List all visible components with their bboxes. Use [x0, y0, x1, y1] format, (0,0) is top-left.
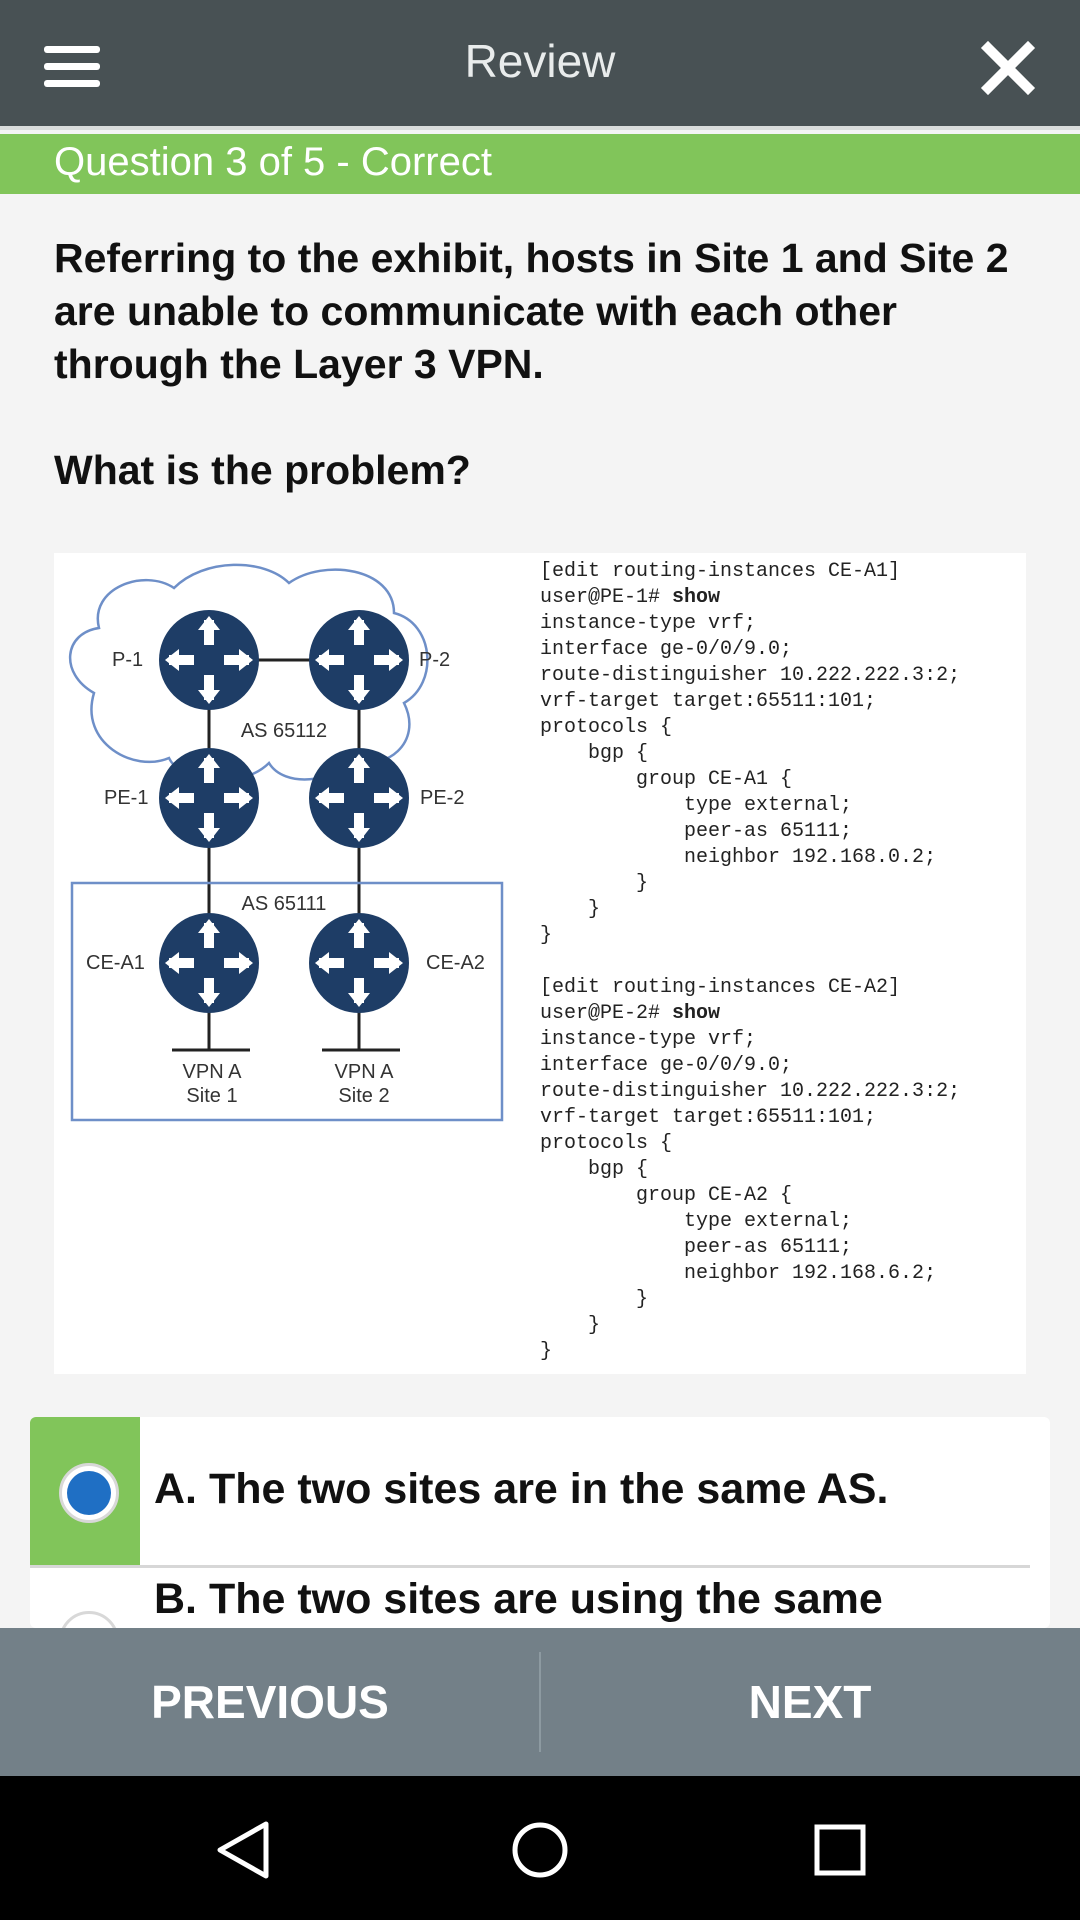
- nav-divider: [539, 1652, 541, 1752]
- config-line: neighbor 192.168.6.2;: [540, 1262, 937, 1285]
- config-line: route-distinguisher 10.222.222.3:2;: [540, 1080, 961, 1103]
- router-pe1-icon: [159, 748, 259, 848]
- config-line: interface ge-0/0/9.0;: [540, 1054, 793, 1077]
- app-bar: Review: [0, 0, 1080, 130]
- config-line: instance-type vrf;: [540, 612, 757, 635]
- config-line: interface ge-0/0/9.0;: [540, 638, 793, 661]
- config2-body: instance-type vrf; interface ge-0/0/9.0; r…: [540, 1027, 960, 1365]
- config-line: route-distinguisher 10.222.222.3:2;: [540, 664, 961, 687]
- config-line: vrf-target target:65511:101;: [540, 1106, 877, 1129]
- config-line: }: [540, 1314, 601, 1337]
- config-line: }: [540, 872, 649, 895]
- config-line: protocols {: [540, 1132, 673, 1155]
- customer-as-box: [70, 881, 504, 1122]
- config-line: }: [540, 924, 553, 947]
- radio-selected-icon[interactable]: [59, 1463, 119, 1523]
- result-banner: Question 3 of 5 - Correct: [0, 134, 1080, 194]
- network-diagram: P-1 P-2 PE-1 PE-2 CE-A1 CE-A2 AS 65112 A…: [68, 563, 504, 1122]
- answer-option-b[interactable]: B. The two sites are using the same: [30, 1567, 1050, 1628]
- config-line: neighbor 192.168.0.2;: [540, 846, 937, 869]
- config-line: type external;: [540, 794, 853, 817]
- label-site1: Site 1: [186, 1085, 237, 1107]
- router-p2-icon: [309, 610, 409, 710]
- config1-command-line: user@PE-1# show: [540, 586, 721, 609]
- exhibit-image: P-1 P-2 PE-1 PE-2 CE-A1 CE-A2 AS 65112 A…: [54, 553, 1026, 1374]
- config1-body: instance-type vrf; interface ge-0/0/9.0; r…: [540, 611, 960, 949]
- next-button[interactable]: NEXT: [748, 1676, 872, 1728]
- question-block: Referring to the exhibit, hosts in Site …: [54, 232, 1034, 497]
- previous-button[interactable]: PREVIOUS: [151, 1676, 389, 1728]
- label-pe1: PE-1: [104, 787, 148, 809]
- question-prompt: What is the problem?: [54, 447, 471, 493]
- system-navigation-bar: [0, 1776, 1080, 1920]
- radio-unselected-icon[interactable]: [59, 1611, 119, 1628]
- config-line: peer-as 65111;: [540, 820, 853, 843]
- config-line: type external;: [540, 1210, 853, 1233]
- option-divider: [30, 1565, 1030, 1568]
- answer-options: A. The two sites are in the same AS. B. …: [30, 1417, 1050, 1628]
- config-line: vrf-target target:65511:101;: [540, 690, 877, 713]
- answer-option-a[interactable]: A. The two sites are in the same AS.: [30, 1417, 1050, 1568]
- answer-option-label: A. The two sites are in the same AS.: [154, 1465, 889, 1513]
- config-line: bgp {: [540, 742, 649, 765]
- config-line: peer-as 65111;: [540, 1236, 853, 1259]
- config-listing: [edit routing-instances CE-A1] user@PE-1#…: [540, 559, 960, 1365]
- label-ce-a1: CE-A1: [86, 952, 145, 974]
- router-p1-icon: [159, 610, 259, 710]
- config-line: }: [540, 898, 601, 921]
- label-site1-vpn: VPN A: [183, 1061, 243, 1083]
- home-icon[interactable]: [508, 1818, 572, 1882]
- label-site2: Site 2: [338, 1085, 389, 1107]
- config-line: group CE-A1 {: [540, 768, 793, 791]
- label-as-customer: AS 65111: [242, 893, 327, 915]
- config2-command-line: user@PE-2# show: [540, 1002, 721, 1025]
- label-ce-a2: CE-A2: [426, 952, 485, 974]
- answer-option-label: B. The two sites are using the same: [154, 1575, 883, 1623]
- config-line: }: [540, 1288, 649, 1311]
- config2-header: [edit routing-instances CE-A2]: [540, 976, 901, 999]
- config-line: protocols {: [540, 716, 673, 739]
- question-text: Referring to the exhibit, hosts in Site …: [54, 235, 1009, 387]
- close-icon[interactable]: [980, 40, 1036, 96]
- label-as-provider: AS 65112: [241, 720, 327, 742]
- router-ce-a1-icon: [159, 913, 259, 1013]
- config-line: instance-type vrf;: [540, 1028, 757, 1051]
- label-p1: P-1: [112, 649, 143, 671]
- hamburger-menu-icon[interactable]: [44, 46, 100, 88]
- label-site2-vpn: VPN A: [335, 1061, 395, 1083]
- config1-header: [edit routing-instances CE-A1]: [540, 560, 901, 583]
- question-status: Question 3 of 5 - Correct: [54, 140, 492, 184]
- label-p2: P-2: [419, 649, 450, 671]
- question-navigation: PREVIOUS NEXT: [0, 1628, 1080, 1776]
- page-title: Review: [464, 35, 616, 87]
- back-icon[interactable]: [208, 1818, 280, 1882]
- label-pe2: PE-2: [420, 787, 464, 809]
- config-line: group CE-A2 {: [540, 1184, 793, 1207]
- config-line: bgp {: [540, 1158, 649, 1181]
- config-line: }: [540, 1340, 553, 1363]
- router-ce-a2-icon: [309, 913, 409, 1013]
- recents-icon[interactable]: [810, 1818, 870, 1882]
- router-pe2-icon: [309, 748, 409, 848]
